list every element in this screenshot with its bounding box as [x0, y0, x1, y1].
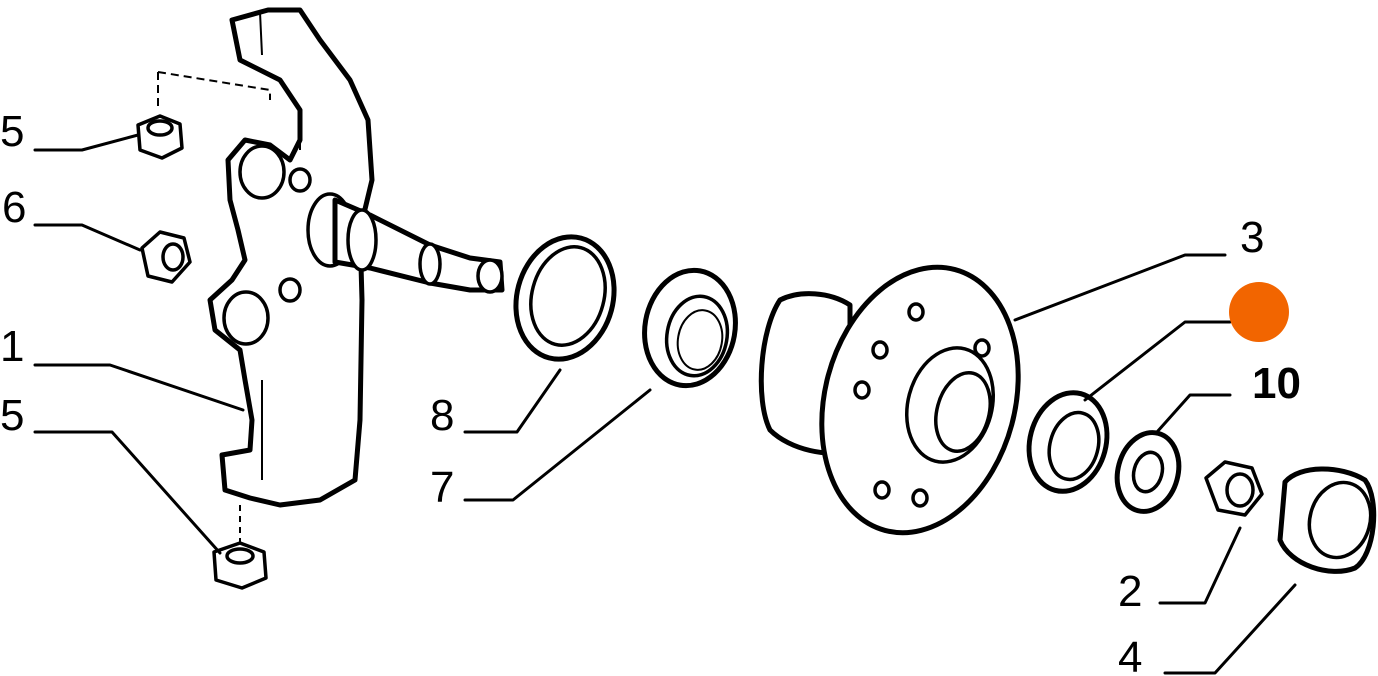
leader-2	[1158, 526, 1242, 605]
thrust-washer	[1114, 430, 1182, 514]
leader-4	[1163, 583, 1297, 675]
leader-7	[463, 388, 652, 502]
callout-3: 3	[1240, 213, 1264, 262]
bearing-outer	[1026, 390, 1110, 494]
callout-5-upper: 5	[0, 107, 24, 156]
callout-2: 2	[1118, 567, 1142, 616]
washer-nut	[140, 230, 192, 284]
callout-7: 7	[430, 463, 454, 512]
leader-marker	[1083, 320, 1232, 402]
hub-nut	[1204, 460, 1264, 517]
hub-cap	[1277, 466, 1377, 574]
bearing-inner	[642, 267, 738, 389]
steering-knuckle	[207, 7, 375, 508]
leader-lines	[33, 133, 1297, 675]
callout-6: 6	[2, 183, 26, 232]
callout-4: 4	[1118, 633, 1142, 676]
nut-upper	[136, 114, 184, 160]
leader-10	[1155, 393, 1232, 434]
callout-5-lower: 5	[0, 391, 24, 440]
leader-5b	[33, 430, 222, 555]
leader-6	[33, 223, 142, 252]
callout-8: 8	[430, 391, 454, 440]
locator-line-upper	[157, 71, 271, 110]
callout-1: 1	[0, 322, 24, 371]
leader-8	[463, 368, 562, 434]
nut-lower	[212, 541, 268, 590]
callout-10: 10	[1252, 359, 1301, 408]
leader-5a	[33, 133, 140, 152]
leader-3	[1013, 253, 1227, 322]
leader-1	[33, 363, 245, 412]
wheel-hub	[758, 264, 1021, 536]
seal-ring	[513, 234, 617, 362]
highlight-marker	[1229, 282, 1289, 342]
spindle	[332, 197, 505, 294]
